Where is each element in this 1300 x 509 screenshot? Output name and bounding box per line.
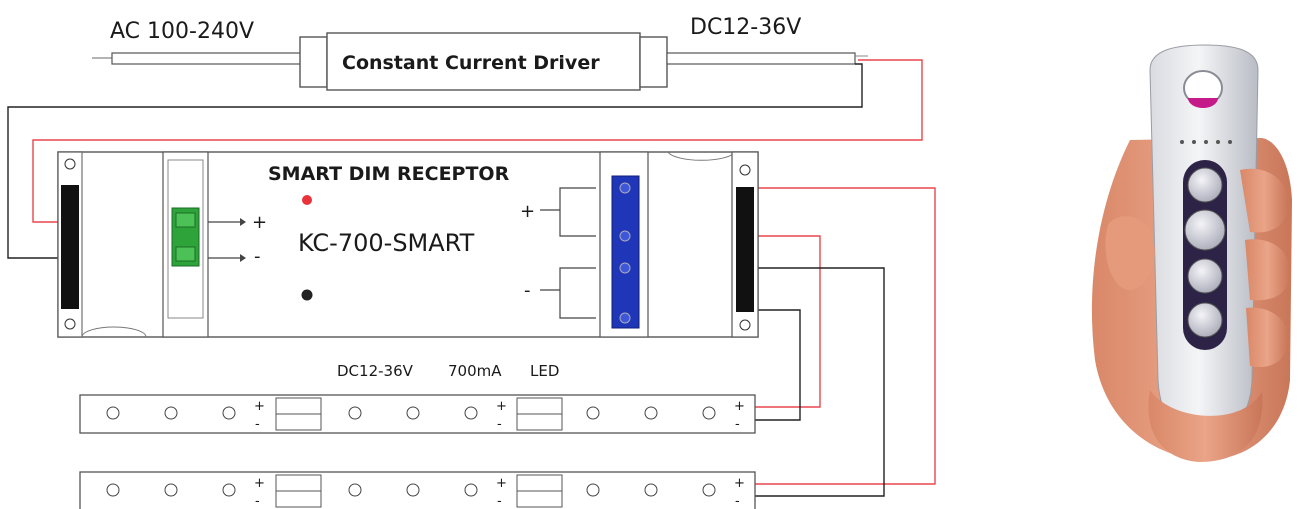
screw-terminal-icon xyxy=(348,483,362,497)
screw-terminal-icon xyxy=(619,230,631,242)
wire-negative-input xyxy=(7,63,863,259)
led-segment: + - xyxy=(586,399,745,432)
svg-text:-: - xyxy=(497,417,502,432)
screw-terminal-icon xyxy=(619,262,631,274)
screw-terminal-icon xyxy=(164,406,178,420)
screw-terminal-icon xyxy=(464,406,478,420)
screw-terminal-icon xyxy=(64,158,76,170)
screw-terminal-icon xyxy=(702,483,716,497)
svg-text:+: + xyxy=(496,476,507,491)
screw-terminal-icon xyxy=(164,483,178,497)
led-indicator-icon xyxy=(302,195,312,205)
led-type-label: LED xyxy=(530,362,559,380)
svg-text:+: + xyxy=(254,476,265,491)
screw-terminal-icon xyxy=(702,406,716,420)
led-strip: + - + - + - xyxy=(79,394,756,434)
led-voltage-label: DC12-36V xyxy=(337,362,414,380)
screw-terminal-icon xyxy=(106,406,120,420)
wire-positive-strip-2 xyxy=(630,187,936,485)
svg-text:-: - xyxy=(735,494,740,509)
screw-terminal-icon xyxy=(464,483,478,497)
svg-text:-: - xyxy=(255,494,260,509)
screw-terminal-icon xyxy=(222,483,236,497)
svg-text:+: + xyxy=(734,476,745,491)
svg-text:+: + xyxy=(254,399,265,414)
output-plus-sign: + xyxy=(520,201,535,222)
screw-terminal-icon xyxy=(222,406,236,420)
svg-text:+: + xyxy=(496,399,507,414)
screw-terminal-icon xyxy=(586,483,600,497)
output-minus-sign: - xyxy=(524,280,531,301)
screw-terminal-icon xyxy=(644,406,658,420)
remote-control-icon xyxy=(1091,44,1292,462)
input-minus-sign: - xyxy=(254,246,261,267)
screw-terminal-icon xyxy=(348,406,362,420)
screw-terminal-icon xyxy=(106,483,120,497)
screw-terminal-icon xyxy=(406,483,420,497)
svg-text:+: + xyxy=(734,399,745,414)
receptor-title: SMART DIM RECEPTOR xyxy=(268,163,510,185)
led-segment: + - xyxy=(106,399,265,432)
screw-terminal-icon xyxy=(619,182,631,194)
screw-terminal-icon xyxy=(586,406,600,420)
screw-terminal-icon xyxy=(619,312,631,324)
constant-current-driver xyxy=(92,32,868,91)
led-segment: + - xyxy=(348,399,507,432)
smart-dim-receptor: + - + - xyxy=(57,151,759,338)
led-segment: + - xyxy=(586,476,745,509)
input-plus-sign: + xyxy=(252,212,267,233)
output-terminal-block xyxy=(611,175,640,329)
screw-terminal-icon xyxy=(644,483,658,497)
led-indicator-icon xyxy=(301,289,313,301)
screw-terminal-icon xyxy=(739,164,751,176)
screw-terminal-icon xyxy=(739,319,751,331)
input-voltage-label: AC 100-240V xyxy=(110,19,254,44)
svg-text:-: - xyxy=(497,494,502,509)
svg-text:-: - xyxy=(735,417,740,432)
output-voltage-label: DC12-36V xyxy=(690,15,801,40)
led-segment: + - xyxy=(106,476,265,509)
led-segment: + - xyxy=(348,476,507,509)
led-current-label: 700mA xyxy=(448,362,502,380)
receptor-model: KC-700-SMART xyxy=(298,229,475,257)
screw-terminal-icon xyxy=(64,318,76,330)
driver-label: Constant Current Driver xyxy=(342,52,600,74)
led-strip: + - + - + - xyxy=(79,471,756,509)
svg-text:-: - xyxy=(255,417,260,432)
screw-terminal-icon xyxy=(406,406,420,420)
